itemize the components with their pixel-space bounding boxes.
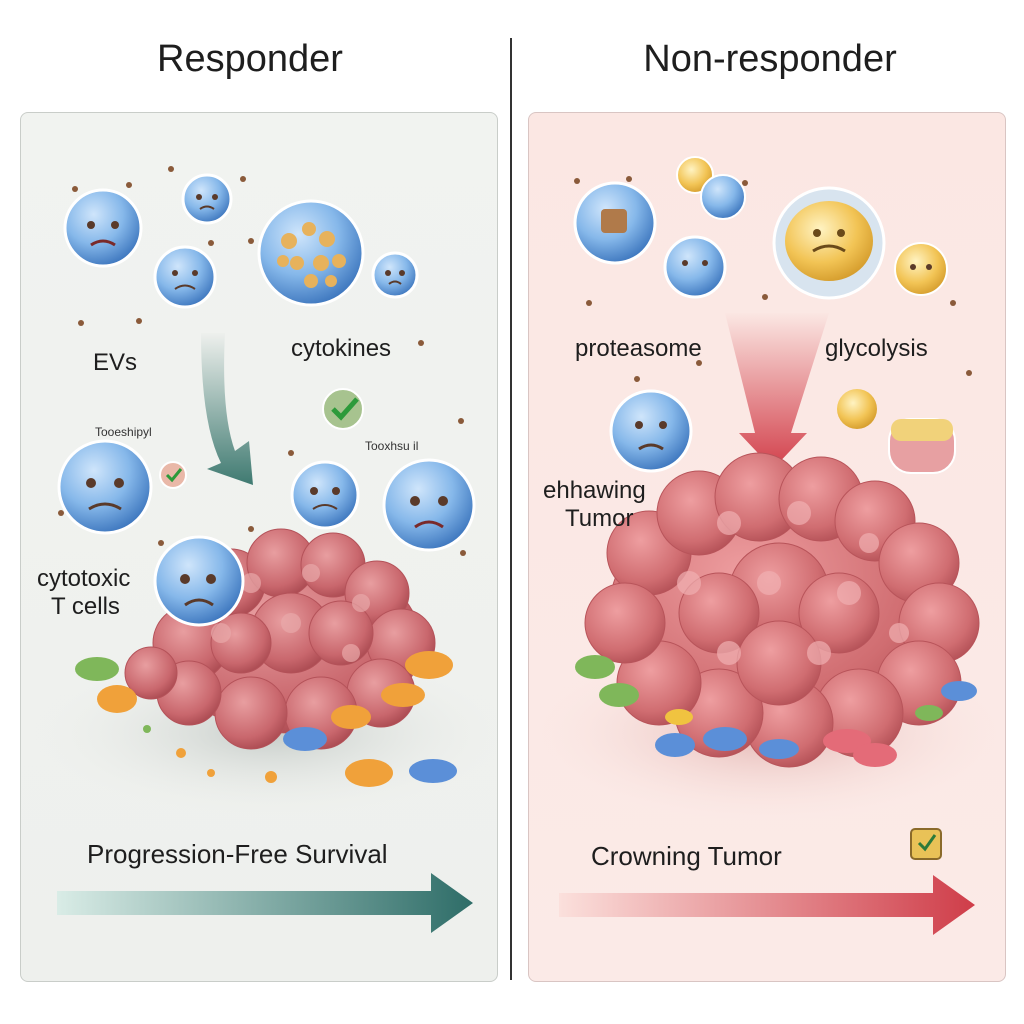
down-arrow [725,313,829,469]
crowning-tumor-arrow [559,875,975,935]
proteasome-cell [573,181,657,265]
responder-panel: EVs cytokines Tooeshipyl Tooxhsu il cyto… [20,112,498,982]
blue-sad-cell [609,389,693,473]
debris [574,176,972,382]
scattered-particles [575,655,977,767]
cytokine-granules [277,222,346,288]
crowning-tumor-label: Crowning Tumor [591,841,782,871]
cytokines-label: cytokines [291,335,392,362]
panel-divider [510,38,512,980]
responder-heading: Responder [157,38,343,80]
progression-free-survival-label: Progression-Free Survival [87,839,388,869]
small-blue-cell [700,174,746,220]
t-cell-2 [290,460,360,530]
check-bubble [322,388,364,430]
cytokine-vesicle [257,199,365,307]
small-label-b: Tooxhsu il [365,439,419,453]
tumor-label-line2: Tumor [565,505,634,532]
cytotoxic-label-line1: cytotoxic [37,565,131,592]
small-orange-cell [676,156,714,194]
small-yellow-cell [894,242,948,296]
non-responder-heading: Non-responder [643,38,897,80]
small-label-a: Tooeshipyl [95,425,152,439]
non-responder-panel: proteasome glycolysis ehhawing Tumor Cro… [528,112,1006,982]
ev-cell-2 [181,173,233,225]
pink-blob [888,418,956,474]
small-check-bubble [159,461,187,489]
t-cell-3 [382,458,476,552]
progression-arrow [57,873,473,933]
responder-illustration [31,166,497,933]
orange-blob [837,389,877,429]
glycolysis-label: glycolysis [825,335,928,362]
non-responder-illustration [529,156,1005,935]
cytotoxic-label-line2: T cells [51,593,120,620]
t-cell-1 [57,439,153,535]
tumor-label-line1: ehhawing [543,477,646,504]
evs-label: EVs [93,349,138,376]
scattered-particles [75,651,457,787]
debris [58,166,466,556]
ev-cell-1 [63,188,143,268]
curved-arrow-down [201,333,253,485]
ev-cell-3 [153,245,217,309]
proteasome-label: proteasome [575,335,702,362]
glycolysis-vesicle [772,186,886,300]
ev-cell-4 [371,251,419,299]
t-cell-attacking [153,535,245,627]
check-badge [910,828,942,860]
blue-cell-mid [663,235,727,299]
